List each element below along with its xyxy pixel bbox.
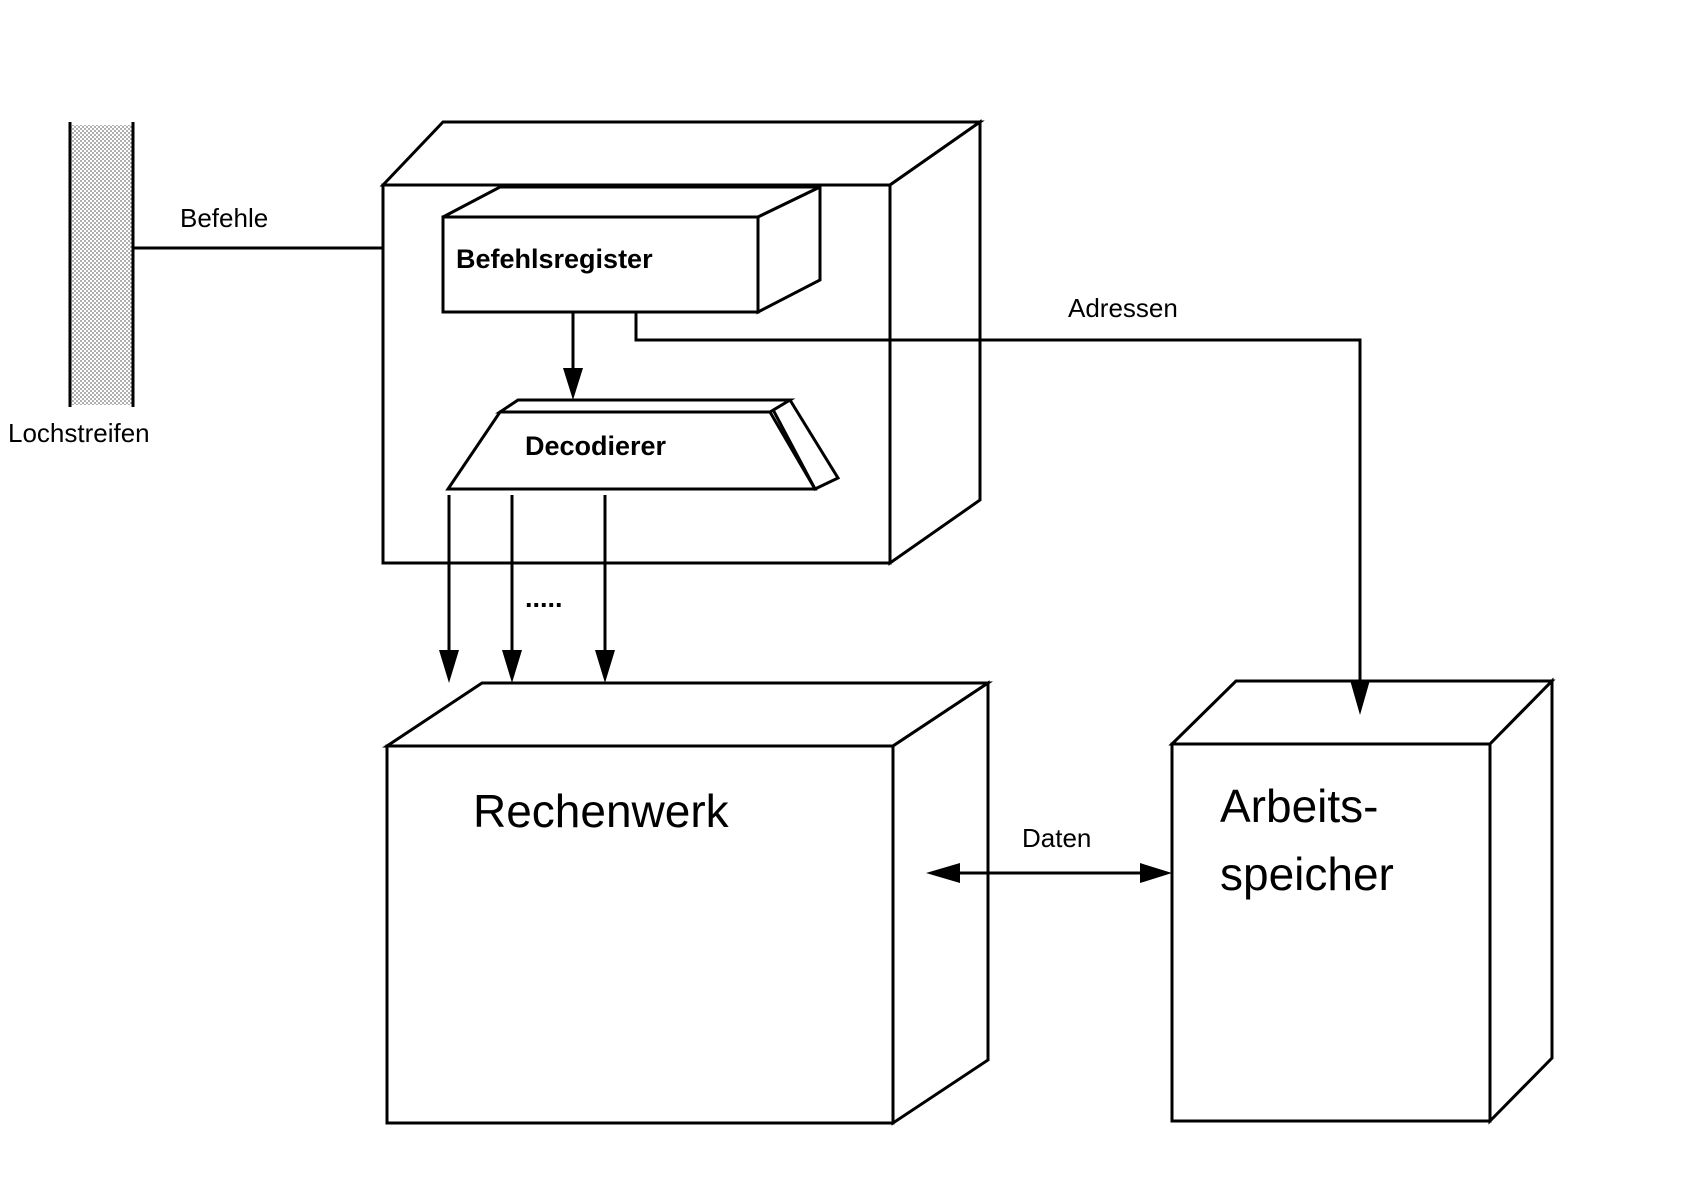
rechenwerk-front-face (385, 744, 895, 1125)
befehle-label: Befehle (180, 203, 268, 233)
arbeitsspeicher-side-face (1488, 677, 1554, 1125)
rechenwerk-top-face (382, 681, 993, 748)
control-signal-arrows (439, 495, 615, 683)
befehlsregister-box (441, 184, 822, 315)
decodierer-top-face (495, 398, 796, 414)
arbeitsspeicher-front-face (1170, 742, 1492, 1123)
arbeitsspeicher-label-line1: Arbeits- (1220, 780, 1378, 832)
adressen-label: Adressen (1068, 293, 1178, 323)
rechenwerk-label: Rechenwerk (473, 785, 730, 837)
rechenwerk-box (382, 680, 993, 1126)
control-signal-arrow-2 (502, 495, 522, 683)
daten-label: Daten (1022, 823, 1091, 853)
decodierer-front-face (445, 410, 818, 491)
punched-tape-body (70, 125, 133, 405)
adressen-arrow-head (1350, 680, 1370, 715)
control-signal-arrow-3 (595, 495, 615, 683)
arbeitsspeicher-label-line2: speicher (1220, 848, 1394, 900)
punched-tape (68, 122, 135, 407)
ellipsis-dots: ..... (525, 583, 563, 613)
control-unit-box (379, 119, 985, 566)
control-unit-side-face (888, 119, 982, 566)
decodierer-label: Decodierer (525, 431, 667, 461)
daten-arrow (926, 863, 1172, 883)
lochstreifen-label: Lochstreifen (8, 418, 150, 448)
register-to-decoder-arrow (563, 312, 583, 400)
decodierer-block (445, 398, 841, 491)
arbeitsspeicher-box (1168, 677, 1556, 1125)
befehlsregister-front-face (441, 215, 760, 314)
rechenwerk-side-face (891, 680, 990, 1126)
control-signal-arrow-1 (439, 495, 459, 683)
befehlsregister-top-face (442, 185, 821, 219)
control-unit-top-face (379, 120, 985, 187)
befehlsregister-label: Befehlsregister (456, 244, 653, 274)
